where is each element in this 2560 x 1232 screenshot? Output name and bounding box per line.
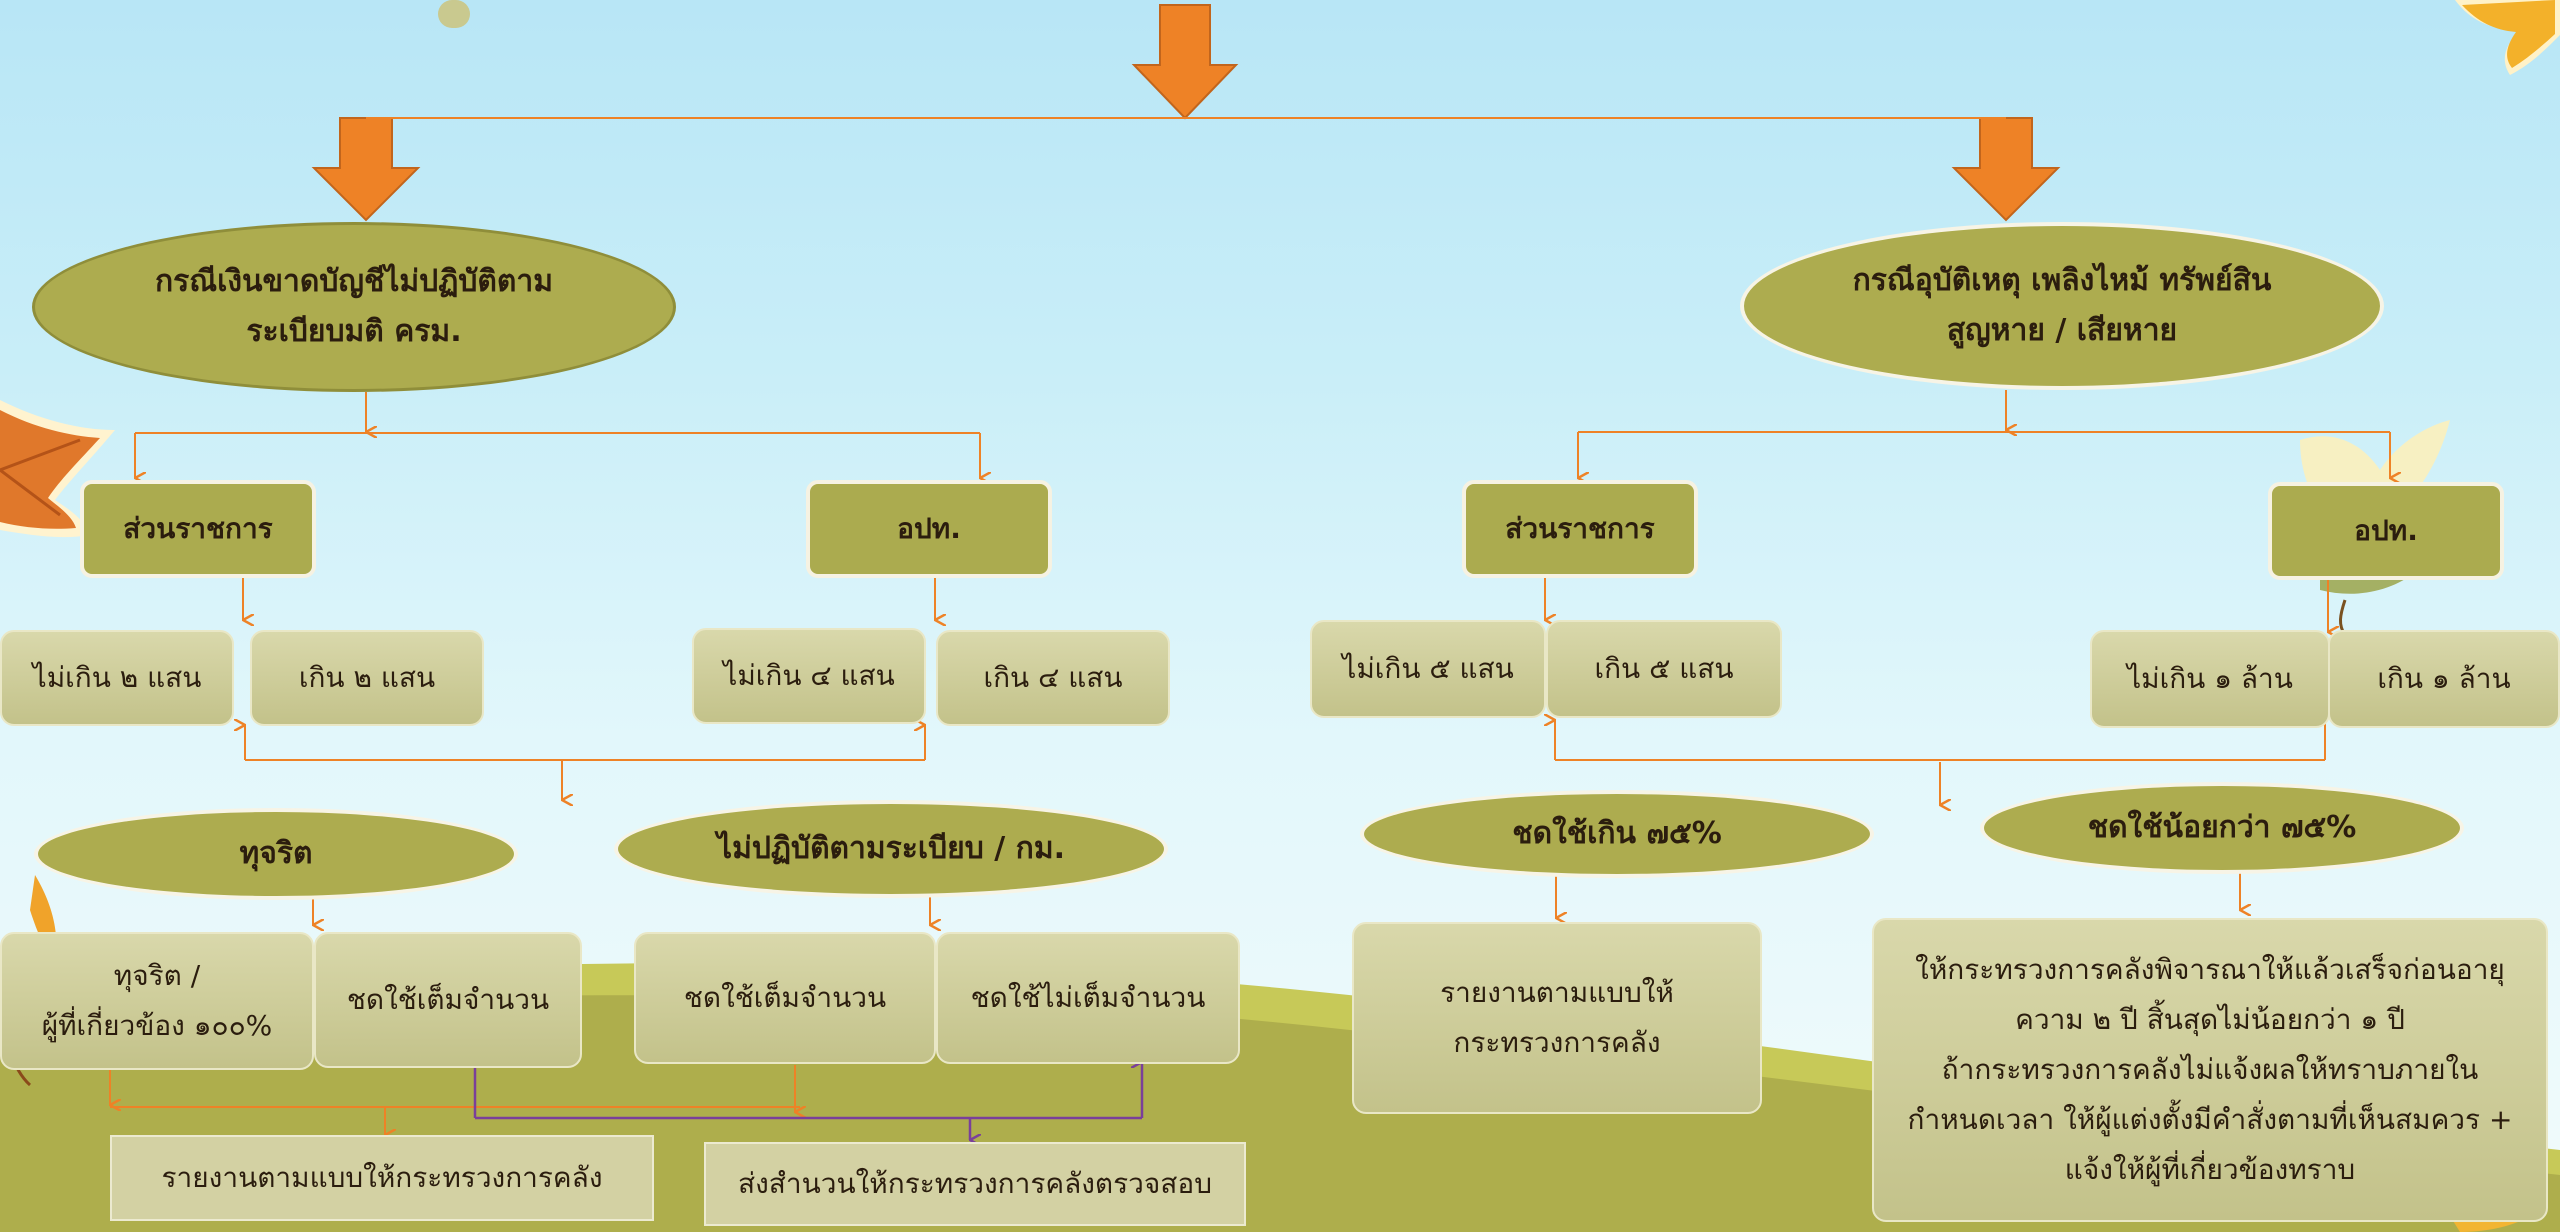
case-noncompliance: ไม่ปฏิบัติตามระเบียบ / กม. bbox=[614, 800, 1168, 898]
limit-gov-le-right: ไม่เกิน ๕ แสน bbox=[1310, 620, 1546, 718]
nc-partial-pay-box: ชดใช้ไม่เต็มจำนวน bbox=[936, 932, 1240, 1064]
unit-local-right: อปท. bbox=[2268, 482, 2504, 580]
limit-local-gt-right: เกิน ๑ ล้าน bbox=[2328, 630, 2560, 728]
limit-local-gt: เกิน ๔ แสน bbox=[936, 630, 1170, 726]
block-arrow-icon bbox=[311, 4, 2061, 222]
drip-decoration bbox=[438, 0, 470, 28]
limit-local-le: ไม่เกิน ๔ แสน bbox=[692, 628, 926, 724]
report-mof-right: รายงานตามแบบให้ กระทรวงการคลัง bbox=[1352, 922, 1762, 1114]
fraud-full-pay-box: ชดใช้เต็มจำนวน bbox=[314, 932, 582, 1068]
limit-gov-gt: เกิน ๒ แสน bbox=[250, 630, 484, 726]
limit-gov-gt-right: เกิน ๕ แสน bbox=[1546, 620, 1782, 718]
limit-gov-le: ไม่เกิน ๒ แสน bbox=[0, 630, 234, 726]
unit-gov-right: ส่วนราชการ bbox=[1462, 480, 1698, 578]
case-over-75: ชดใช้เกิน ๗๕% bbox=[1360, 790, 1874, 878]
limit-local-le-right: ไม่เกิน ๑ ล้าน bbox=[2090, 630, 2330, 728]
leaf-icon bbox=[0, 400, 115, 538]
mof-consider-box: ให้กระทรวงการคลังพิจารณาให้แล้วเสร็จก่อน… bbox=[1872, 918, 2548, 1222]
report-mof-left: รายงานตามแบบให้กระทรวงการคลัง bbox=[110, 1135, 654, 1221]
nc-full-pay-box: ชดใช้เต็มจำนวน bbox=[634, 932, 936, 1064]
case-cash-shortage: กรณีเงินขาดบัญชีไม่ปฏิบัติตาม ระเบียบมติ… bbox=[32, 222, 676, 392]
case-fraud: ทุจริต bbox=[34, 808, 518, 900]
leaf-icon bbox=[2455, 0, 2560, 75]
case-accident: กรณีอุบัติเหตุ เพลิงไหม้ ทรัพย์สิน สูญหา… bbox=[1740, 222, 2384, 390]
unit-local-left: อปท. bbox=[806, 480, 1052, 578]
fraud-person-box: ทุจริต / ผู้ที่เกี่ยวข้อง ๑๐๐% bbox=[0, 932, 314, 1070]
unit-gov-left: ส่วนราชการ bbox=[80, 480, 316, 578]
send-file-mof: ส่งสำนวนให้กระทรวงการคลังตรวจสอบ bbox=[704, 1142, 1246, 1226]
case-under-75: ชดใช้น้อยกว่า ๗๕% bbox=[1980, 782, 2464, 874]
